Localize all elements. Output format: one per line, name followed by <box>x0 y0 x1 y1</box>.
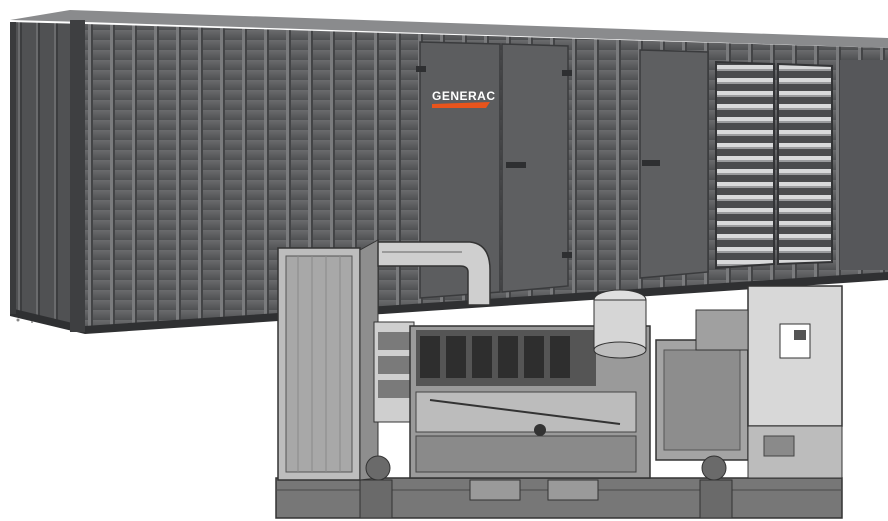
door-handle[interactable] <box>642 160 660 166</box>
container-enclosure: GENERAC <box>10 10 888 334</box>
corner-post <box>70 20 85 332</box>
exhaust-pipe <box>377 241 491 306</box>
center-door[interactable] <box>501 43 569 293</box>
control-cabinet <box>747 285 843 479</box>
generator-set <box>275 239 843 519</box>
air-filter <box>593 289 647 359</box>
fan-guard <box>373 321 415 423</box>
louver-right <box>777 62 833 266</box>
enclosure-bottom-rail <box>10 272 888 334</box>
skid-base <box>275 477 843 519</box>
louver-left <box>715 60 775 270</box>
door-handle[interactable] <box>506 162 526 168</box>
radiator <box>277 239 379 481</box>
brand-swoosh <box>432 102 490 108</box>
diesel-engine <box>409 325 651 479</box>
brand-text: GENERAC <box>432 89 496 103</box>
enclosure-left-side <box>10 22 85 332</box>
right-door[interactable] <box>639 49 709 279</box>
enclosure-roof <box>10 10 888 48</box>
brand-logo: GENERAC <box>432 89 496 108</box>
